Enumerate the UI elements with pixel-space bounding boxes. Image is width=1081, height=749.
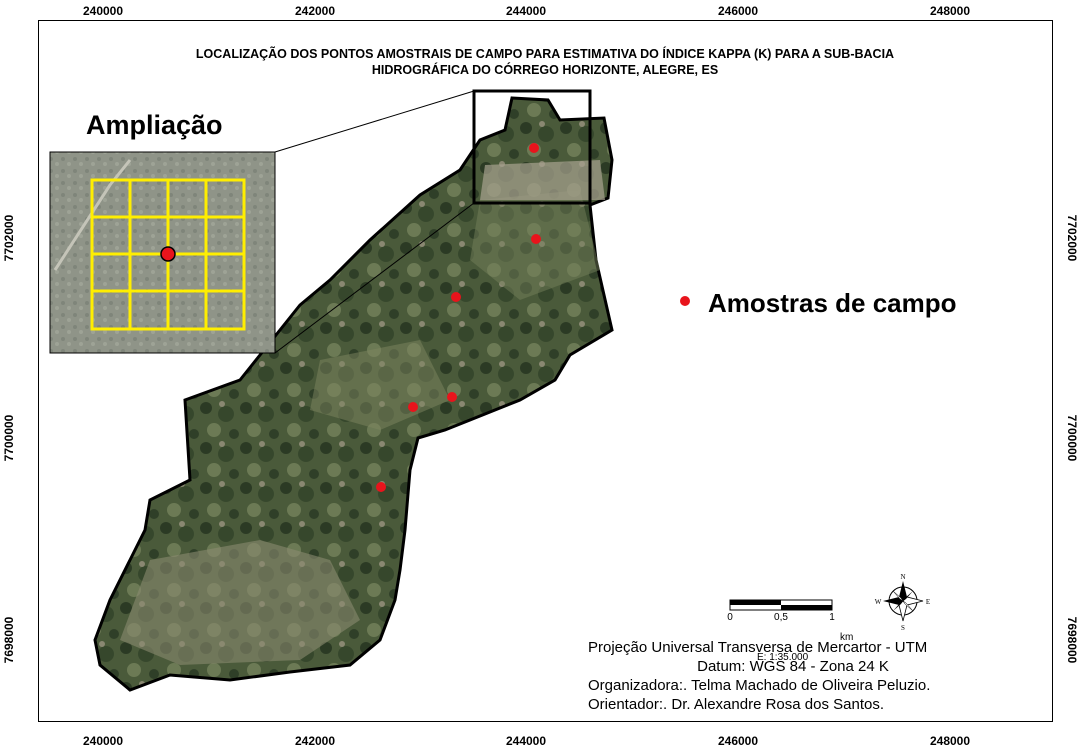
grid-label-top-240000: 240000	[82, 4, 124, 18]
map-title-line1: LOCALIZAÇÃO DOS PONTOS AMOSTRAIS DE CAMP…	[195, 47, 895, 61]
connector-line	[274, 202, 475, 354]
inset-title: Ampliação	[86, 110, 223, 140]
urban-area	[480, 160, 605, 200]
sample-point	[529, 143, 539, 153]
pasture-area	[470, 190, 600, 300]
zoom-box	[472, 89, 592, 205]
map-title: LOCALIZAÇÃO DOS PONTOS AMOSTRAIS DE CAMP…	[44, 46, 1046, 78]
grid-label-bottom-244000: 244000	[505, 734, 547, 748]
sample-point	[531, 234, 541, 244]
compass-e: E	[926, 598, 930, 606]
grid-label-bottom-242000: 242000	[294, 734, 336, 748]
credits-organizer: Organizadora:. Telma Machado de Oliveira…	[588, 677, 931, 694]
scale-label-half: 0,5	[774, 612, 788, 623]
grid-label-bottom-248000: 248000	[929, 734, 971, 748]
pasture-area	[120, 540, 360, 665]
sample-points	[376, 143, 541, 492]
compass-w: W	[875, 598, 882, 606]
scale-ratio: E: 1:35.000	[757, 652, 809, 663]
credits-block: Projeção Universal Transversa de Mercart…	[588, 638, 998, 714]
grid-label-top-242000: 242000	[294, 4, 336, 18]
map-frame	[38, 20, 1053, 722]
scale-label-0: 0	[727, 612, 733, 623]
credits-projection: Projeção Universal Transversa de Mercart…	[588, 639, 928, 656]
sample-point	[451, 292, 461, 302]
compass-rose-icon: N S E W	[875, 573, 930, 632]
legend-label: Amostras de campo	[708, 288, 957, 318]
connector-line	[274, 90, 475, 153]
map-title-line2: HIDROGRÁFICA DO CÓRREGO HORIZONTE, ALEGR…	[371, 63, 719, 77]
legend-symbol	[680, 296, 690, 306]
grid-label-top-248000: 248000	[929, 4, 971, 18]
grid-label-top-246000: 246000	[717, 4, 759, 18]
scale-bar	[729, 599, 833, 611]
scale-label-1: 1	[829, 612, 835, 623]
grid-label-bottom-246000: 246000	[717, 734, 759, 748]
credits-advisor: Orientador:. Dr. Alexandre Rosa dos Sant…	[588, 696, 884, 713]
sample-point	[376, 482, 386, 492]
compass-n: N	[900, 573, 905, 581]
compass-s: S	[901, 624, 905, 632]
inset-sample-point	[160, 246, 176, 262]
inset-road	[53, 159, 132, 271]
scale-unit: km	[840, 632, 854, 643]
grid-label-top-244000: 244000	[505, 4, 547, 18]
sample-point	[408, 402, 418, 412]
sample-point	[447, 392, 457, 402]
credits-datum: Datum: WGS 84 - Zona 24 K	[697, 658, 889, 675]
grid-label-bottom-240000: 240000	[82, 734, 124, 748]
